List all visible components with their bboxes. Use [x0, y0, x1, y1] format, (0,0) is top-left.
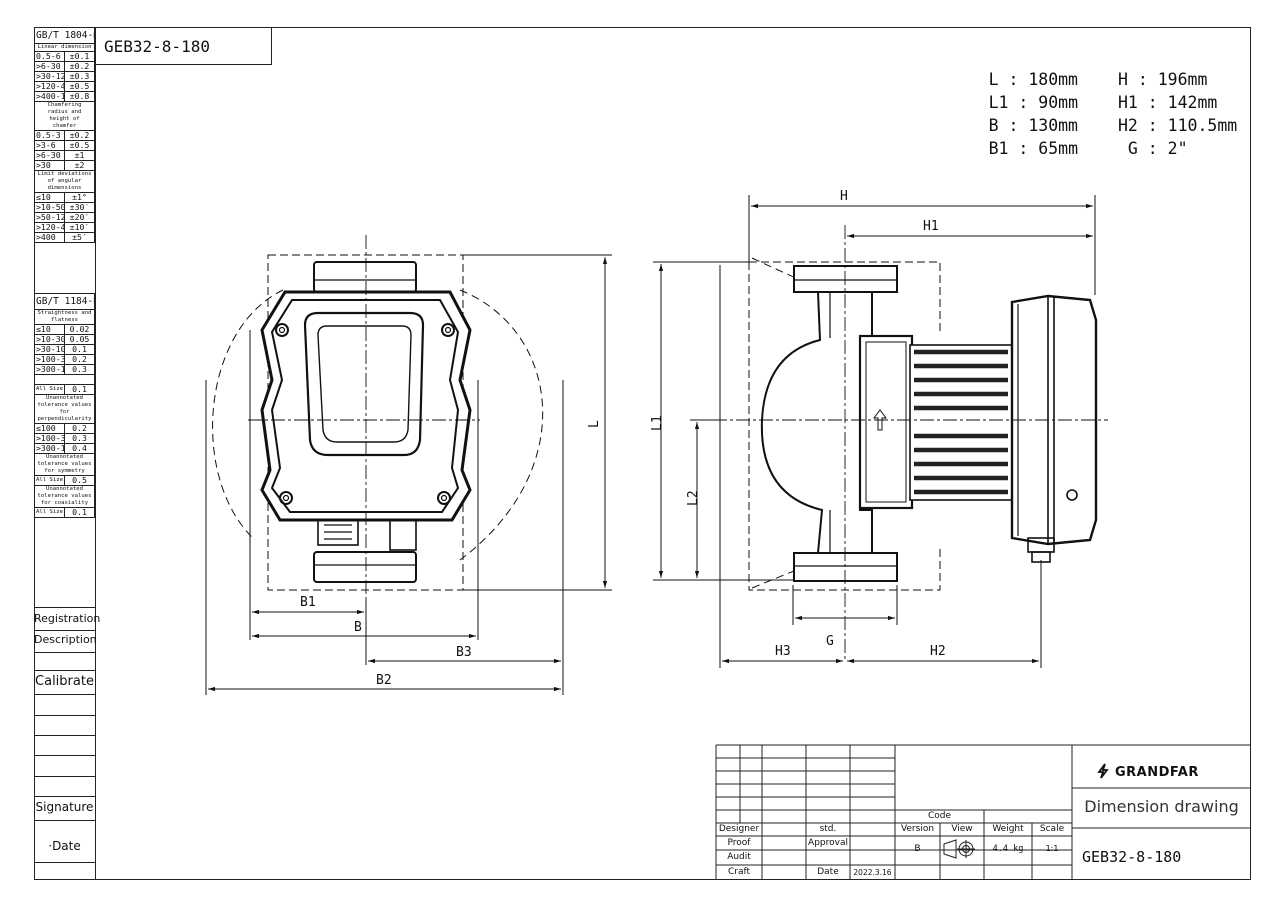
spec-row: L1 : 90mm H1 : 142mm — [926, 91, 1237, 114]
dim-label-g: G — [826, 634, 834, 649]
tb-view: View — [951, 824, 973, 834]
tb-weight-value: 4.4 kg — [992, 844, 1024, 854]
spec-right: G : 2" — [1118, 139, 1188, 158]
dim-label-h1: H1 — [923, 219, 939, 234]
table-cell: ±5′ — [64, 232, 95, 243]
spec-row: B1 : 65mm G : 2" — [926, 137, 1237, 160]
front-view-dimensions — [205, 254, 612, 695]
spec-left: B1 : 65mm — [988, 139, 1078, 158]
spec-left: L1 : 90mm — [988, 93, 1078, 112]
dim-label-b2: B2 — [376, 673, 392, 688]
date-label: ·Date — [48, 839, 81, 853]
tb-audit: Audit — [727, 852, 751, 862]
dim-label-h: H — [840, 189, 848, 204]
signature-label: Signature — [35, 800, 94, 814]
dim-label-l1: L1 — [650, 415, 665, 431]
side-view-dimensions — [653, 195, 1096, 668]
table-header-row: Chamfering radius and height of chamfer — [34, 101, 95, 131]
dimension-specs: L : 180mm H : 196mm L1 : 90mm H1 : 142mm B… — [926, 68, 1238, 160]
spec-right: H1 : 142mm — [1118, 93, 1218, 112]
tb-code: Code — [927, 811, 952, 821]
spec-row: B : 130mm H2 : 110.5mm — [926, 114, 1238, 137]
dim-label-l: L — [587, 420, 602, 428]
grandfar-logo: GRANDFAR — [1095, 763, 1199, 780]
tb-version: Version — [900, 824, 935, 834]
calibrate-label: Calibrate — [35, 674, 94, 689]
tb-scale-value: 1:1 — [1045, 844, 1059, 853]
tb-craft: Craft — [727, 867, 751, 877]
dim-label-b1: B1 — [300, 595, 316, 610]
tb-proof: Proof — [727, 838, 751, 848]
logo-icon — [1097, 763, 1109, 779]
tb-designer: Designer — [718, 824, 760, 834]
front-view — [212, 235, 543, 630]
drawing-title: Dimension drawing — [1084, 797, 1239, 816]
description-label: Description — [34, 633, 97, 646]
title-block-grid — [715, 744, 1251, 880]
table-row: >400±5′ — [34, 232, 95, 243]
spec-row: L : 180mm H : 196mm — [926, 68, 1237, 91]
tb-std: std. — [819, 824, 837, 834]
tb-weight: Weight — [992, 824, 1024, 834]
tb-version-value: B — [914, 844, 921, 854]
dim-label-h2: H2 — [930, 644, 946, 659]
spec-left: L : 180mm — [978, 70, 1078, 89]
table-header: Unannotated tolerance values for symmetr… — [34, 453, 95, 476]
dim-label-b: B — [354, 620, 362, 635]
tb-date-label: Date — [817, 867, 839, 877]
registration-label: Registration — [34, 612, 101, 625]
tb-scale: Scale — [1039, 824, 1065, 834]
drawing-model: GEB32-8-180 — [1082, 848, 1182, 866]
model-label: GEB32-8-180 — [104, 37, 210, 56]
spec-right: H2 : 110.5mm — [1118, 116, 1238, 135]
table-cell: 0.1 — [64, 507, 95, 518]
tb-approval: Approval — [808, 838, 848, 848]
table-header: Chamfering radius and height of chamfer — [34, 101, 95, 131]
model-label-box: GEB32-8-180 — [96, 27, 272, 65]
table-header: Unannotated tolerance values for perpend… — [34, 394, 95, 424]
spec-left: B : 130mm — [978, 116, 1078, 135]
dim-label-b3: B3 — [456, 645, 472, 660]
logo-text: GRANDFAR — [1115, 765, 1199, 780]
table-header-row: Unannotated tolerance values for symmetr… — [34, 453, 95, 476]
spec-right: H : 196mm — [1118, 70, 1208, 89]
tb-date-value: 2022.3.16 — [853, 868, 892, 877]
table-header-row: Unannotated tolerance values for perpend… — [34, 394, 95, 424]
dim-label-h3: H3 — [775, 644, 791, 659]
dim-label-l2: L2 — [686, 490, 701, 506]
side-view — [690, 225, 1108, 660]
